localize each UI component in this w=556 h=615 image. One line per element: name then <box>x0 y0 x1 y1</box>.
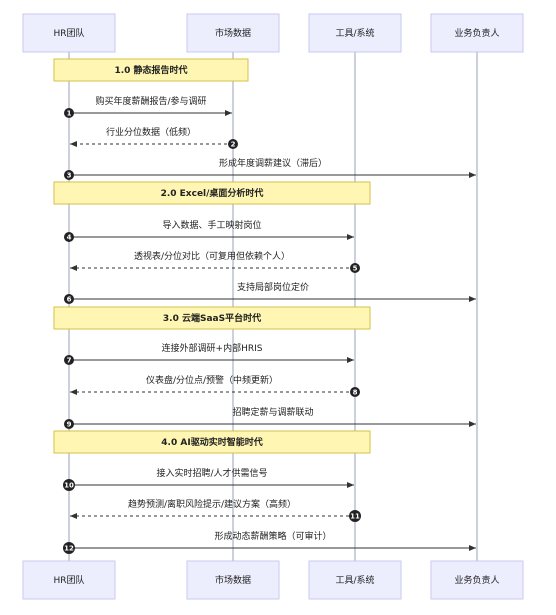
section-note-label: 1.0 静态报告时代 <box>114 64 187 76</box>
message-8: 仪表盘/分位点/预警（中频更新） 8 <box>70 374 360 397</box>
message-label: 连接外部调研+内部HRIS <box>162 342 263 354</box>
participant-top-3: 业务负责人 <box>430 13 524 53</box>
participant-label: 业务负责人 <box>454 574 499 586</box>
participant-top-2: 工具/系统 <box>308 13 402 53</box>
section-note-box <box>53 430 371 454</box>
section-note-label: 2.0 Excel/桌面分析时代 <box>161 187 264 199</box>
message-3: 形成年度调薪建议（滞后） 3 <box>64 157 476 180</box>
sequence-number-badge <box>349 510 361 522</box>
sequence-number-badge <box>64 355 74 365</box>
participant-bottom-0: HR团队 <box>22 560 116 600</box>
participant-top-0: HR团队 <box>22 13 116 53</box>
participant-bottom-2: 工具/系统 <box>308 560 402 600</box>
message-label: 形成年度调薪建议（滞后） <box>219 157 327 169</box>
message-label: 支持局部岗位定价 <box>237 281 309 293</box>
sequence-number-badge <box>64 170 74 180</box>
message-4: 导入数据、手工映射岗位 4 <box>64 219 354 242</box>
message-2: 行业分位数据（低频） 2 <box>70 126 238 149</box>
section-note-box <box>53 306 371 330</box>
section-note-label: 4.0 AI驱动实时智能时代 <box>161 436 262 448</box>
participant-label: HR团队 <box>53 574 84 586</box>
message-label: 趋势预测/离职风险提示/建议方案（高频） <box>128 498 296 510</box>
section-note-label: 3.0 云端SaaS平台时代 <box>163 312 261 324</box>
sequence-number-badge <box>64 232 74 242</box>
sequence-number-badge <box>228 139 238 149</box>
participant-box <box>430 560 524 600</box>
participant-box <box>186 560 280 600</box>
message-12: 形成动态薪酬策略（可审计） 12 <box>63 530 476 554</box>
participant-label: HR团队 <box>53 27 84 39</box>
sequence-number: 3 <box>67 172 72 180</box>
participant-bottom-1: 市场数据 <box>186 560 280 600</box>
message-label: 透视表/分位对比（可复用但依赖个人） <box>134 250 290 262</box>
participant-bottom-3: 业务负责人 <box>430 560 524 600</box>
message-label: 行业分位数据（低频） <box>106 126 196 138</box>
participant-label: 市场数据 <box>215 574 251 586</box>
sequence-number: 7 <box>67 357 72 365</box>
sequence-number-badge <box>64 108 74 118</box>
participant-box <box>308 13 402 53</box>
sequence-number-badge <box>63 479 75 491</box>
message-1: 购买年度薪酬报告/参与调研 1 <box>64 95 232 118</box>
section-note-2: 2.0 Excel/桌面分析时代 <box>53 181 371 205</box>
participant-label: 市场数据 <box>215 27 251 39</box>
sequence-number: 11 <box>350 513 360 521</box>
participant-box <box>22 13 116 53</box>
sequence-number: 12 <box>64 545 74 553</box>
sequence-number-badge <box>64 294 74 304</box>
message-7: 连接外部调研+内部HRIS 7 <box>64 342 354 365</box>
message-6: 支持局部岗位定价 6 <box>64 281 476 304</box>
message-11: 趋势预测/离职风险提示/建议方案（高频） 11 <box>70 498 361 522</box>
participant-label: 业务负责人 <box>454 27 499 39</box>
participant-box <box>430 13 524 53</box>
sequence-number: 1 <box>67 110 72 118</box>
message-9: 招聘定薪与调薪联动 9 <box>64 406 476 429</box>
sequence-number-badge <box>350 263 360 273</box>
section-note-box <box>53 181 371 205</box>
participant-box <box>308 560 402 600</box>
sequence-number: 9 <box>67 421 72 429</box>
message-label: 购买年度薪酬报告/参与调研 <box>95 95 206 107</box>
participant-box <box>22 560 116 600</box>
sequence-number-badge <box>64 419 74 429</box>
sequence-number: 2 <box>231 141 236 149</box>
message-5: 透视表/分位对比（可复用但依赖个人） 5 <box>70 250 360 273</box>
sequence-number: 5 <box>353 265 358 273</box>
section-note-3: 3.0 云端SaaS平台时代 <box>53 306 371 330</box>
participant-label: 工具/系统 <box>335 574 374 586</box>
sequence-number-badge <box>63 542 75 554</box>
message-label: 接入实时招聘/人才供需信号 <box>156 467 267 479</box>
message-label: 导入数据、手工映射岗位 <box>162 219 261 231</box>
sequence-number: 4 <box>67 234 72 242</box>
sequence-number: 10 <box>64 482 74 490</box>
sequence-number: 6 <box>67 296 72 304</box>
message-label: 招聘定薪与调薪联动 <box>232 406 313 418</box>
message-label: 仪表盘/分位点/预警（中频更新） <box>146 374 278 386</box>
section-note-4: 4.0 AI驱动实时智能时代 <box>53 430 371 454</box>
section-note-1: 1.0 静态报告时代 <box>53 58 249 82</box>
participant-label: 工具/系统 <box>335 27 374 39</box>
sequence-number: 8 <box>353 389 358 397</box>
section-note-box <box>53 58 249 82</box>
participant-top-1: 市场数据 <box>186 13 280 53</box>
message-label: 形成动态薪酬策略（可审计） <box>214 530 331 542</box>
participant-box <box>186 13 280 53</box>
message-10: 接入实时招聘/人才供需信号 10 <box>63 467 354 491</box>
sequence-number-badge <box>350 387 360 397</box>
